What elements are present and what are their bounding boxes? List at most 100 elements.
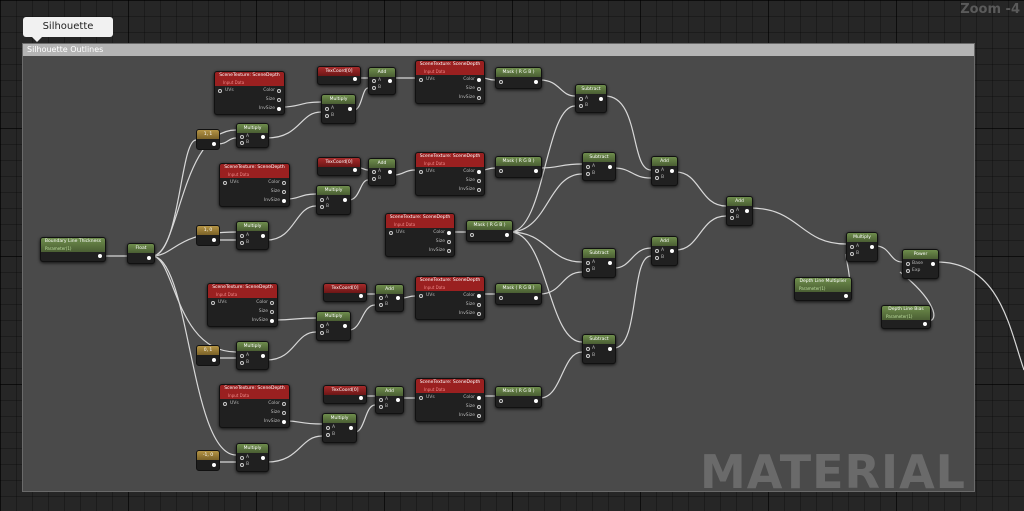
output-pin[interactable] <box>212 142 216 146</box>
constant-node[interactable]: 1, 0 <box>196 225 220 246</box>
uvs-pin[interactable] <box>419 170 423 174</box>
output-pin[interactable] <box>261 135 265 139</box>
input-pin-a[interactable] <box>372 170 376 174</box>
multiply-node[interactable]: Multiply A B <box>322 413 357 443</box>
input-pin-a[interactable] <box>579 97 583 101</box>
output-pin[interactable] <box>212 358 216 362</box>
size-pin[interactable] <box>282 411 286 415</box>
output-pin[interactable] <box>348 107 352 111</box>
input-pin-a[interactable] <box>655 249 659 253</box>
texcoord-node[interactable]: TexCoord[0] <box>323 283 367 302</box>
input-pin[interactable] <box>499 169 503 173</box>
input-pin-a[interactable] <box>655 169 659 173</box>
output-pin[interactable] <box>396 296 400 300</box>
output-pin[interactable] <box>505 233 509 237</box>
subtract-node[interactable]: Subtract A B <box>575 84 607 113</box>
color-pin[interactable] <box>477 396 481 400</box>
texcoord-node[interactable]: TexCoord[0] <box>317 157 361 176</box>
input-pin-b[interactable] <box>240 361 244 365</box>
multiply-node[interactable]: Multiply A B <box>236 443 269 472</box>
mask-rgb-node[interactable]: Mask ( R G B ) <box>466 220 513 242</box>
mask-rgb-node[interactable]: Mask ( R G B ) <box>495 386 542 408</box>
output-pin[interactable] <box>534 80 538 84</box>
output-pin[interactable] <box>212 238 216 242</box>
input-pin-a[interactable] <box>320 324 324 328</box>
output-pin[interactable] <box>608 165 612 169</box>
output-pin[interactable] <box>844 294 848 298</box>
size-pin[interactable] <box>277 98 281 102</box>
uvs-pin[interactable] <box>223 402 227 406</box>
input-pin[interactable] <box>499 80 503 84</box>
color-pin[interactable] <box>477 170 481 174</box>
mask-rgb-node[interactable]: Mask ( R G B ) <box>495 283 542 305</box>
input-pin-b[interactable] <box>586 354 590 358</box>
invsize-pin[interactable] <box>477 312 481 316</box>
invsize-pin[interactable] <box>277 107 281 111</box>
output-pin[interactable] <box>212 463 216 467</box>
texcoord-node[interactable]: TexCoord[0] <box>323 385 367 404</box>
multiply-node[interactable]: Multiply A B <box>321 94 356 124</box>
output-pin[interactable] <box>534 169 538 173</box>
comment-box[interactable]: Silhouette Outlines MATERIAL <box>22 43 975 497</box>
input-pin-a[interactable] <box>379 398 383 402</box>
comment-title[interactable]: Silhouette Outlines <box>23 44 974 56</box>
input-pin-b[interactable] <box>240 141 244 145</box>
add-node[interactable]: Add A B <box>651 156 678 186</box>
multiply-node[interactable]: Multiply A B <box>236 221 269 250</box>
invsize-pin[interactable] <box>282 199 286 203</box>
subtract-node[interactable]: Subtract A B <box>582 248 616 278</box>
size-pin[interactable] <box>447 240 451 244</box>
constant-node[interactable]: 1, 1 <box>196 129 220 150</box>
input-pin-b[interactable] <box>320 205 324 209</box>
uvs-pin[interactable] <box>419 294 423 298</box>
input-pin-b[interactable] <box>850 252 854 256</box>
size-pin[interactable] <box>477 87 481 91</box>
input-pin-b[interactable] <box>372 177 376 181</box>
size-pin[interactable] <box>270 310 274 314</box>
size-pin[interactable] <box>477 303 481 307</box>
input-pin-b[interactable] <box>379 303 383 307</box>
uvs-pin[interactable] <box>223 181 227 185</box>
size-pin[interactable] <box>477 179 481 183</box>
multiply-node[interactable]: Multiply A B <box>846 232 878 262</box>
invsize-pin[interactable] <box>447 249 451 253</box>
power-node[interactable]: Power Base Exp <box>902 249 939 279</box>
color-pin[interactable] <box>282 402 286 406</box>
size-pin[interactable] <box>282 190 286 194</box>
color-pin[interactable] <box>477 78 481 82</box>
input-pin-a[interactable] <box>730 209 734 213</box>
input-pin-b[interactable] <box>579 104 583 108</box>
output-pin[interactable] <box>923 322 927 326</box>
float-node[interactable]: Float <box>127 243 155 264</box>
output-pin[interactable] <box>343 324 347 328</box>
base-pin[interactable] <box>906 262 910 266</box>
add-node[interactable]: Add A B <box>726 196 753 226</box>
uvs-pin[interactable] <box>211 301 215 305</box>
output-pin[interactable] <box>534 399 538 403</box>
color-pin[interactable] <box>282 181 286 185</box>
output-pin[interactable] <box>349 426 353 430</box>
mask-rgb-node[interactable]: Mask ( R G B ) <box>495 156 542 178</box>
input-pin[interactable] <box>499 399 503 403</box>
color-pin[interactable] <box>277 89 281 93</box>
invsize-pin[interactable] <box>270 319 274 323</box>
input-pin[interactable] <box>499 296 503 300</box>
output-pin[interactable] <box>745 209 749 213</box>
invsize-pin[interactable] <box>282 420 286 424</box>
subtract-node[interactable]: Subtract A B <box>582 152 616 181</box>
output-pin[interactable] <box>147 256 151 260</box>
output-pin[interactable] <box>396 398 400 402</box>
color-pin[interactable] <box>477 294 481 298</box>
multiply-node[interactable]: Multiply A B <box>236 123 269 148</box>
mask-rgb-node[interactable]: Mask ( R G B ) <box>495 67 542 89</box>
output-pin[interactable] <box>359 294 363 298</box>
